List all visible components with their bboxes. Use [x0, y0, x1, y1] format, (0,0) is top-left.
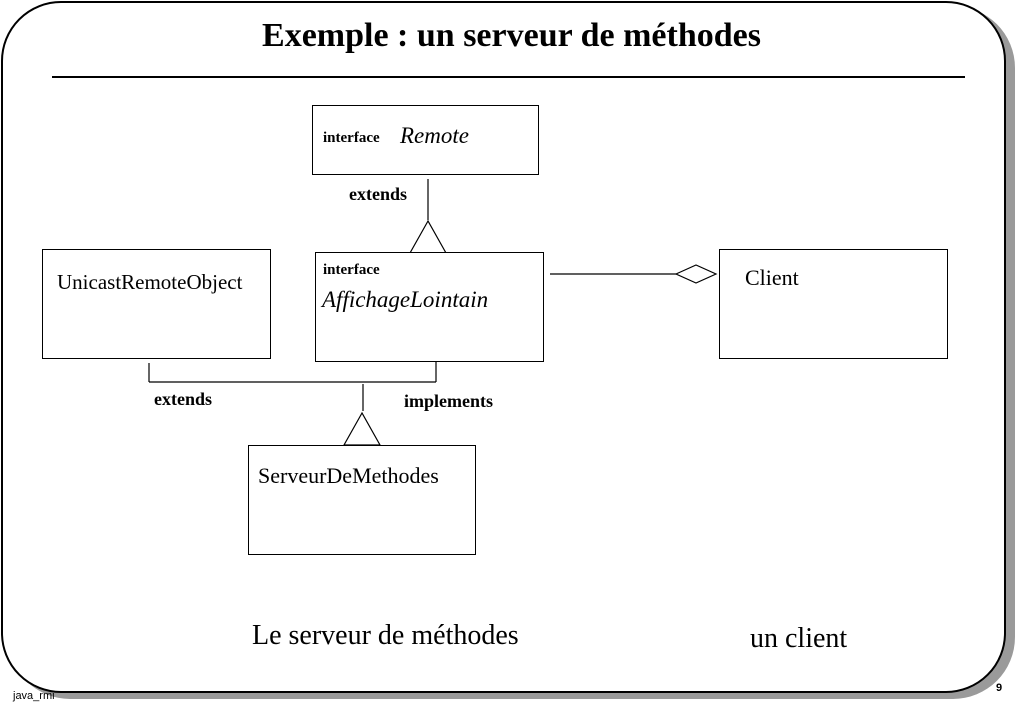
page-number: 9 — [996, 682, 1003, 694]
client-class-box: Client — [719, 249, 948, 359]
remote-stereotype: interface — [323, 130, 380, 146]
footer-filename: java_rmi — [13, 690, 55, 702]
remote-name: Remote — [400, 123, 469, 148]
implements-label: implements — [404, 391, 493, 411]
unicast-name: UnicastRemoteObject — [57, 270, 243, 294]
unicast-class-box: UnicastRemoteObject — [42, 249, 271, 359]
slide-title: Exemple : un serveur de méthodes — [262, 17, 761, 54]
serveur-class-box: ServeurDeMethodes — [248, 445, 476, 555]
inheritance-arrow-serveur — [342, 411, 382, 446]
aggregation-diamond — [674, 264, 718, 284]
extends-label-bottom: extends — [154, 389, 212, 409]
inheritance-arrow-remote — [408, 219, 448, 254]
remote-interface-box: interface Remote — [312, 105, 539, 175]
client-name: Client — [745, 265, 799, 290]
affichage-name: AffichageLointain — [322, 287, 489, 312]
title-underline — [52, 76, 965, 78]
extends-label-top: extends — [349, 184, 407, 204]
affichage-interface-box: interface AffichageLointain — [315, 252, 544, 362]
client-caption: un client — [750, 623, 848, 654]
serveur-name: ServeurDeMethodes — [258, 463, 439, 488]
affichage-stereotype: interface — [323, 262, 380, 278]
server-caption: Le serveur de méthodes — [252, 620, 519, 651]
